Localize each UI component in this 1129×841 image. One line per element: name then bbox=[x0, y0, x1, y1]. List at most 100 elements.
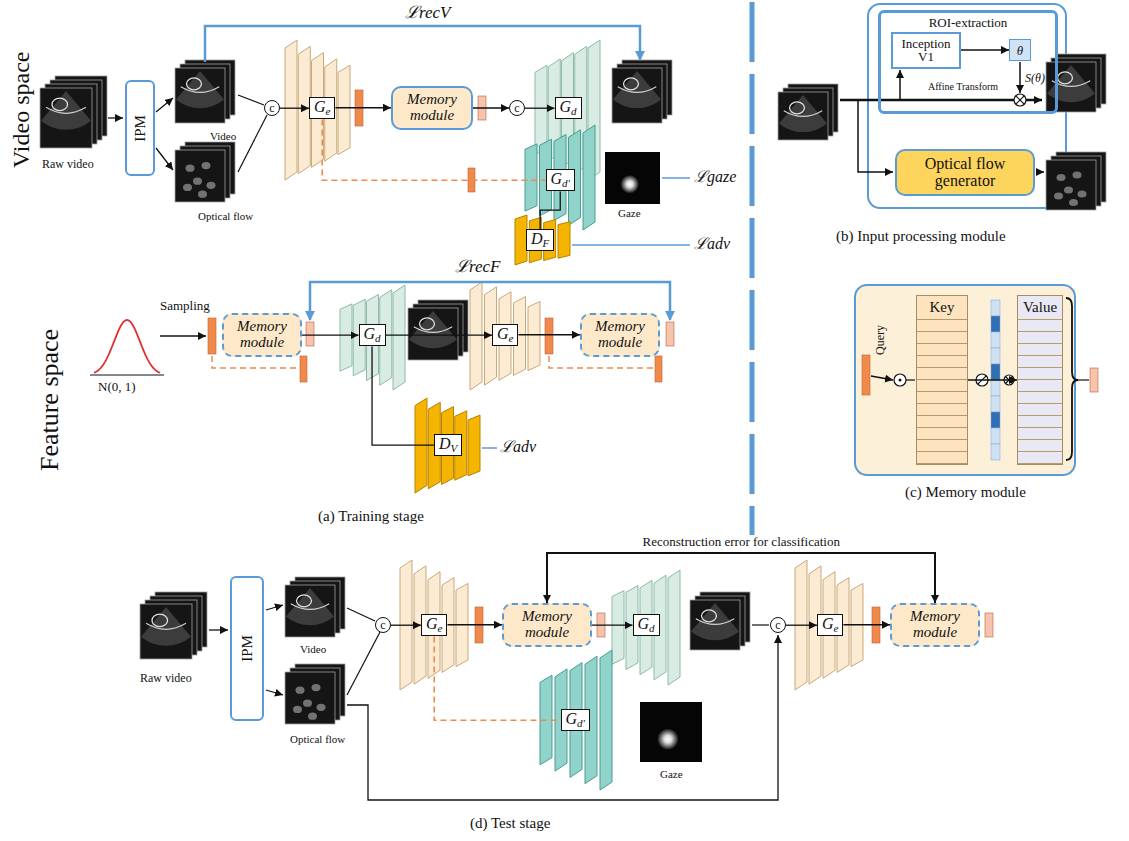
subscript-text: d′ bbox=[577, 717, 585, 730]
node-text: c bbox=[269, 102, 274, 114]
attention-cell bbox=[991, 300, 1000, 316]
node-text: G bbox=[497, 325, 509, 343]
connector bbox=[547, 553, 935, 603]
skip-line bbox=[549, 356, 655, 368]
network-label-box: Ge bbox=[309, 97, 335, 119]
connector bbox=[386, 335, 492, 336]
flow-blob bbox=[317, 704, 326, 711]
axis-line bbox=[90, 375, 164, 376]
arrow bbox=[840, 99, 1042, 102]
flow-blob bbox=[183, 184, 192, 191]
symbol-stroke bbox=[1016, 96, 1024, 104]
arrow bbox=[1036, 171, 1044, 173]
memory-module-box: Memory module bbox=[391, 86, 473, 130]
text-label: Gaze bbox=[618, 207, 641, 220]
subscript-text: d bbox=[649, 622, 655, 635]
roi-box: ROI-extractionInception V1θ bbox=[878, 10, 1058, 114]
flow-line bbox=[347, 635, 778, 800]
raw-video-frames bbox=[40, 76, 107, 148]
node-text: G bbox=[364, 325, 376, 343]
connector bbox=[335, 107, 391, 108]
node-text: G bbox=[638, 615, 650, 633]
video-frame bbox=[285, 672, 335, 724]
node-text: Memory module bbox=[399, 92, 465, 124]
attention-cell bbox=[991, 316, 1000, 332]
arrow bbox=[108, 117, 123, 118]
flow-blob bbox=[186, 165, 195, 172]
loss-line bbox=[662, 177, 690, 179]
arrow bbox=[156, 98, 173, 112]
video-frame bbox=[140, 604, 192, 659]
query-vector bbox=[862, 355, 870, 395]
layer-sheet bbox=[340, 304, 352, 371]
arrow bbox=[160, 335, 206, 336]
flow-blob bbox=[1054, 193, 1063, 200]
text-label: Affine Transform bbox=[928, 81, 998, 93]
tissue-ring bbox=[624, 78, 639, 90]
connector bbox=[540, 191, 560, 229]
ultrasound-sector bbox=[1047, 65, 1095, 102]
node-text: Optical flow generator bbox=[905, 155, 1025, 190]
layer-sheet bbox=[558, 222, 570, 259]
text-label: (d) Test stage bbox=[470, 815, 550, 832]
arrow bbox=[858, 100, 893, 172]
section-title: Query bbox=[874, 325, 888, 355]
wire bbox=[347, 632, 380, 695]
wire bbox=[238, 95, 264, 105]
subscript-text: e bbox=[326, 105, 331, 118]
connector bbox=[280, 108, 309, 109]
attention-cell bbox=[991, 364, 1000, 380]
video-frame bbox=[1046, 62, 1096, 112]
symbol-ring bbox=[1014, 94, 1026, 106]
text-label: (a) Training stage bbox=[318, 508, 424, 525]
node-text: c bbox=[514, 102, 519, 114]
node-text: ROI-extraction bbox=[929, 15, 1008, 31]
flow-blob bbox=[312, 684, 321, 691]
layer-sheet bbox=[823, 572, 835, 679]
attention-cell bbox=[991, 332, 1000, 348]
flow-blob bbox=[202, 162, 211, 169]
tissue-ring bbox=[52, 98, 68, 110]
node-text: θ bbox=[1017, 44, 1023, 57]
network-label-box: Ge bbox=[492, 324, 518, 346]
ultrasound-sector bbox=[613, 71, 661, 108]
ultrasound-sector bbox=[691, 603, 739, 640]
gaze-map bbox=[640, 702, 702, 762]
arrow bbox=[266, 690, 283, 695]
ultrasound-sector bbox=[176, 71, 224, 108]
memory-module-box: Memory module bbox=[890, 603, 980, 647]
layer-sheet bbox=[393, 285, 405, 390]
flow-blob bbox=[1078, 191, 1087, 198]
node-text: Memory module bbox=[588, 319, 652, 351]
loss-line bbox=[205, 26, 640, 62]
otimes-symbol bbox=[1014, 94, 1026, 106]
symbol-dot bbox=[899, 379, 902, 382]
wire bbox=[347, 608, 375, 621]
text-label: Optical flow bbox=[290, 733, 345, 746]
latent-code bbox=[545, 318, 553, 354]
connector bbox=[843, 624, 890, 625]
connector bbox=[372, 346, 434, 445]
video-frame bbox=[408, 308, 458, 360]
text-label: ℒgaze bbox=[694, 168, 736, 186]
ultrasound-sector bbox=[779, 95, 827, 132]
parameter-box: θ bbox=[1009, 39, 1031, 61]
gaze-ground bbox=[640, 702, 702, 762]
gaze-map bbox=[605, 152, 660, 204]
text-label: S(θ) bbox=[1025, 72, 1045, 86]
layer-sheet bbox=[285, 40, 297, 180]
connector bbox=[391, 625, 421, 626]
discriminator-layers bbox=[515, 215, 570, 265]
optical-flow-frames bbox=[285, 664, 345, 724]
text-label: Sampling bbox=[160, 299, 210, 314]
flow-blob bbox=[1069, 199, 1078, 206]
gaze-spot bbox=[620, 175, 639, 194]
video-frame bbox=[778, 92, 828, 140]
section-title: Video space bbox=[8, 52, 36, 169]
memory-column: Key bbox=[916, 295, 968, 465]
edge-label: Reconstruction error for classification bbox=[641, 535, 842, 550]
memory-output bbox=[985, 613, 993, 637]
node-text: Key bbox=[930, 299, 955, 316]
symbol-ring bbox=[894, 374, 906, 386]
memory-output bbox=[306, 322, 314, 346]
